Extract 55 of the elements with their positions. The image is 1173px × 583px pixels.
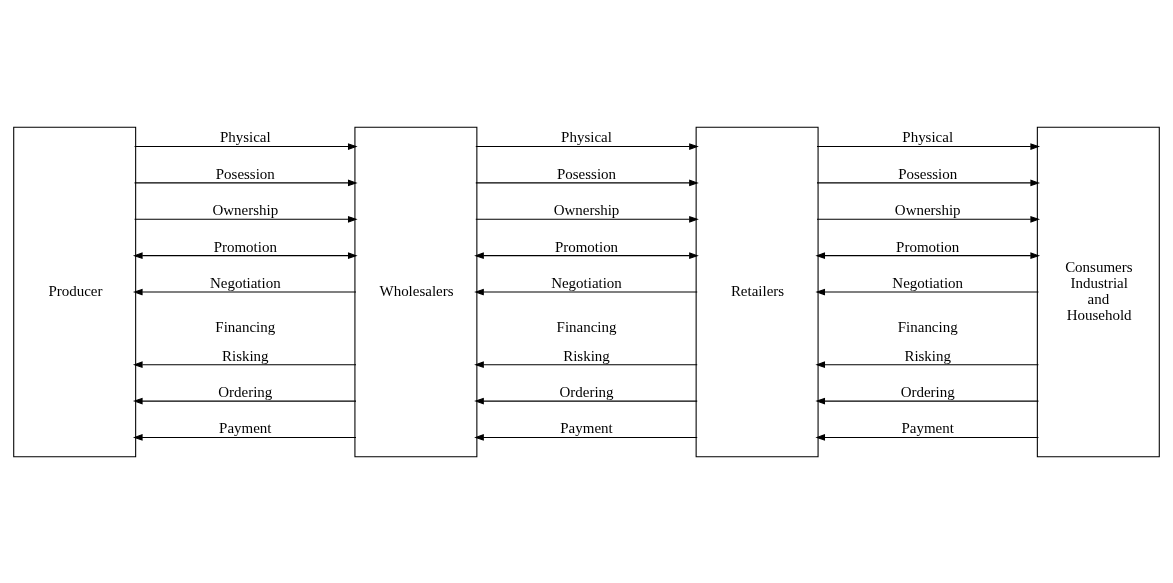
node-box: Consumers Industrial and Household	[1036, 126, 1160, 457]
edge-label: Physical	[219, 128, 271, 145]
edge-label: Negotiation	[892, 274, 964, 291]
arrow	[132, 360, 357, 368]
arrow	[474, 251, 699, 259]
arrow	[474, 360, 698, 368]
edge-label: Ownership	[212, 201, 279, 218]
node-box: Retailers	[695, 126, 819, 457]
edge-label: Physical	[561, 128, 612, 145]
edge-label: Promotion	[896, 238, 960, 255]
arrow	[134, 215, 358, 223]
edge-label: Ordering	[559, 383, 614, 400]
edge-label: Ownership	[894, 201, 961, 218]
arrow	[475, 179, 699, 186]
edge-label: Risking	[221, 347, 269, 364]
edge-label: Ownership	[553, 201, 620, 218]
arrow	[474, 397, 698, 404]
label: Financing	[215, 318, 276, 335]
arrow	[815, 360, 1039, 368]
arrow	[132, 251, 358, 259]
arrow	[815, 433, 1039, 441]
arrow	[816, 179, 1041, 186]
edge-label: Promotion	[213, 238, 277, 255]
arrow	[475, 142, 699, 150]
arrow	[815, 288, 1039, 295]
label: Financing	[897, 318, 958, 335]
edge-label: Ordering	[900, 383, 955, 400]
node-box: Wholesalers	[354, 126, 478, 457]
edge-label: Negotiation	[209, 274, 281, 291]
arrow	[132, 433, 357, 441]
edge-label: Posession	[215, 165, 275, 182]
arrow	[816, 142, 1041, 150]
edge-label: Payment	[560, 419, 613, 436]
arrow	[132, 397, 357, 404]
arrow	[474, 433, 698, 441]
arrow	[134, 142, 358, 150]
arrow	[815, 251, 1041, 259]
edge-label: Posession	[898, 165, 958, 182]
arrow	[816, 215, 1041, 223]
arrow	[132, 288, 357, 295]
edge-label: Risking	[563, 347, 610, 364]
arrow	[134, 179, 358, 186]
edge-label: Payment	[219, 419, 272, 436]
arrow	[475, 215, 699, 223]
edge-label: Promotion	[554, 238, 619, 255]
edge-label: Ordering	[218, 383, 273, 400]
edge-label: Payment	[901, 419, 954, 436]
arrow	[815, 397, 1039, 404]
arrow	[474, 288, 698, 295]
edge-label: Risking	[904, 347, 952, 364]
edge-label: Posession	[556, 165, 617, 182]
node-box: Producer	[13, 126, 137, 457]
edge-label: Negotiation	[551, 274, 622, 291]
edge-label: Physical	[902, 128, 954, 145]
label: Financing	[556, 318, 617, 335]
